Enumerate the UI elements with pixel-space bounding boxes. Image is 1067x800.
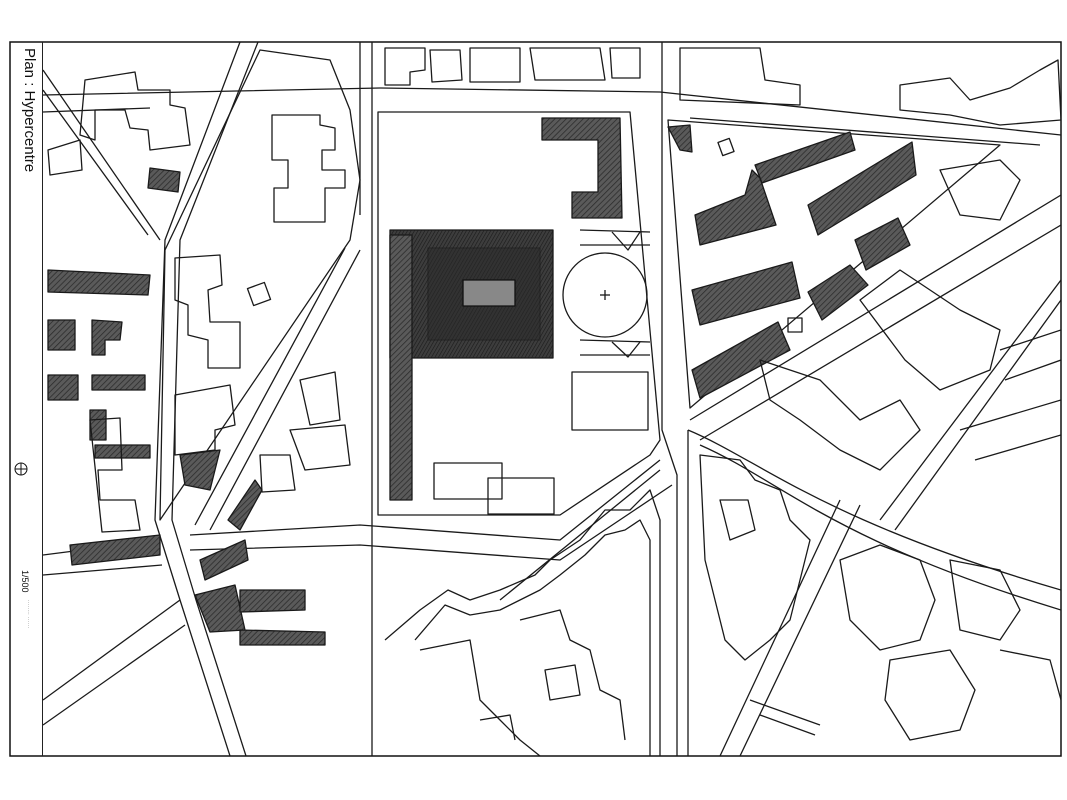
housing-bars-block [667,119,1001,409]
title-strip [10,42,43,756]
scale-label: 1/500 [20,570,30,593]
map-frame [9,41,1062,757]
stadium-block [377,111,661,516]
right-district [679,47,1061,741]
left-district [47,49,361,646]
stand-west [389,234,413,501]
circular-arena [562,252,648,338]
building-stadium-north [541,117,623,219]
lower-middle-district [384,489,661,756]
sports-field [571,371,649,431]
north-arrow-icon [14,462,28,476]
legend-note: ........ ...... [26,600,32,629]
top-district [384,47,641,86]
plan-title: Plan : Hypercentre [21,48,38,173]
road-network [43,42,1061,756]
